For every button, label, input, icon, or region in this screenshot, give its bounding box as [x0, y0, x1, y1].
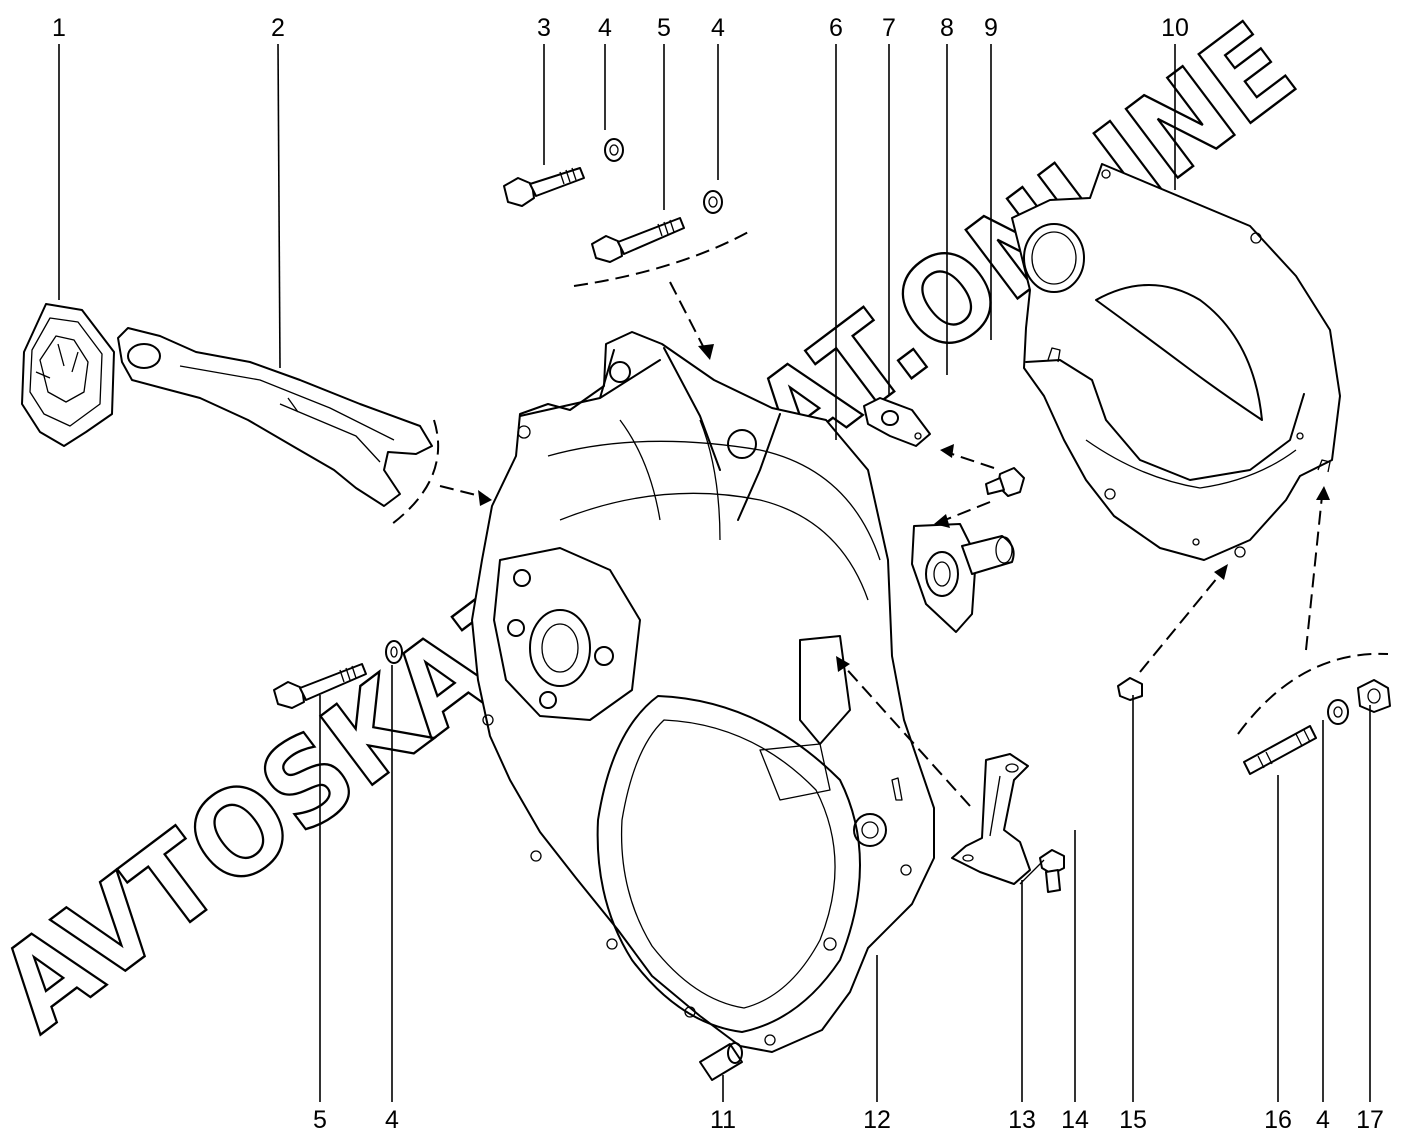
bracket-arrow-head	[836, 656, 850, 672]
bracket-arrow-line	[841, 663, 971, 807]
callout-number: 15	[1119, 1106, 1147, 1134]
callout-leader-line	[277, 43, 281, 369]
nut-17-part	[1357, 679, 1391, 713]
fork-arrow-line	[439, 485, 489, 499]
fork-arrow-head	[478, 490, 492, 506]
callout-number: 5	[313, 1106, 327, 1134]
bolt-3-part	[503, 167, 585, 207]
callout-number: 13	[1008, 1106, 1036, 1134]
callout-number: 2	[271, 14, 285, 42]
callout-number: 6	[829, 14, 843, 42]
guide-tube-part	[911, 523, 1015, 633]
washer-4-right-part	[1327, 699, 1349, 725]
callout-number: 4	[1316, 1106, 1330, 1134]
callout-number: 4	[385, 1106, 399, 1134]
bolt8-arrow-lower-head	[934, 514, 950, 528]
boot-part	[21, 303, 115, 447]
bolt-5-top-part	[591, 217, 685, 263]
bolt-5-bottom-part	[273, 663, 367, 709]
bolt15-arrow-head	[1214, 564, 1228, 580]
bolt-8-part	[985, 467, 1025, 497]
callout-number: 3	[537, 14, 551, 42]
stud-group-dashed-arc	[1237, 652, 1389, 735]
callout-number: 4	[598, 14, 612, 42]
top-bolts-dashed-arc	[573, 229, 753, 287]
stud-16-part	[1243, 725, 1317, 775]
seal-plate-part	[863, 397, 931, 447]
callout-number: 10	[1161, 14, 1189, 42]
callout-number: 7	[882, 14, 896, 42]
callout-number: 5	[657, 14, 671, 42]
callout-number: 16	[1264, 1106, 1292, 1134]
washer-4b-part	[703, 190, 723, 214]
callout-number: 8	[940, 14, 954, 42]
bolt-15-part	[1117, 677, 1143, 701]
callout-number: 14	[1061, 1106, 1089, 1134]
cover-plate-part	[1011, 163, 1341, 561]
washer-4-bottom-part	[385, 640, 403, 664]
bolt8-arrow-upper	[945, 451, 995, 469]
bolt15-arrow-line	[1139, 571, 1223, 673]
washer-4a-part	[604, 138, 624, 162]
bracket-13-part	[951, 753, 1031, 885]
top-bolts-arrow-line	[669, 281, 707, 353]
dowel-11-part	[699, 1042, 743, 1081]
callout-number: 12	[863, 1106, 891, 1134]
callout-number: 4	[711, 14, 725, 42]
bolt8-arrow-upper-head	[940, 444, 954, 458]
bolt14-connector	[1019, 859, 1045, 885]
bolt-14-part	[1039, 849, 1065, 893]
callout-number: 11	[710, 1106, 736, 1134]
stud-arrow-line	[1305, 495, 1323, 651]
callout-number: 1	[52, 14, 66, 42]
fork-mount-dashed-arc	[391, 419, 440, 525]
clutch-fork-part	[117, 327, 433, 507]
bolt8-arrow-lower	[939, 501, 991, 523]
callout-number: 9	[984, 14, 998, 42]
callout-number: 17	[1356, 1106, 1384, 1134]
stud-arrow-head	[1316, 486, 1330, 500]
top-bolts-arrow-head	[698, 344, 714, 360]
clutch-housing-part	[471, 331, 935, 1053]
